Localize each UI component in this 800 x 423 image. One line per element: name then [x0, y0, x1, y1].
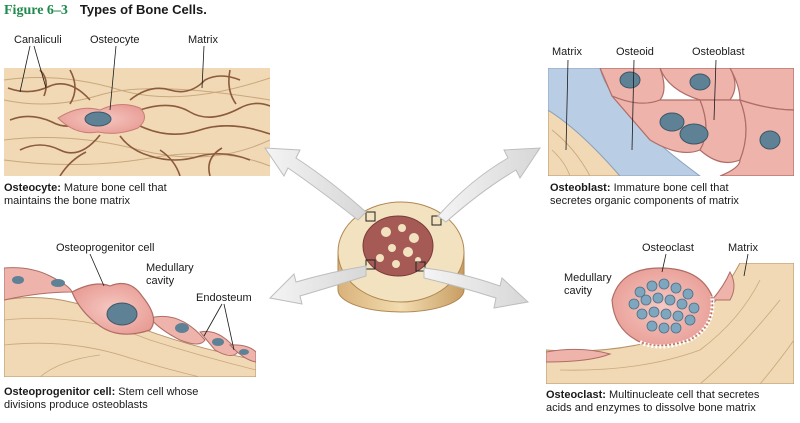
osteoblast-nucleus [619, 71, 641, 89]
label-matrix: Matrix [188, 34, 218, 46]
label-matrix: Matrix [552, 46, 582, 58]
osteocyte-nucleus [84, 111, 112, 127]
caption-text: Multinucleate cell that secretes [605, 389, 760, 401]
label-line: cavity [146, 275, 175, 287]
caption-text: maintains the bone matrix [4, 195, 130, 207]
caption-osteoprogenitor: Osteoprogenitor cell: Stem cell whose di… [4, 386, 198, 412]
sample-box [431, 215, 442, 226]
figure-title: Figure 6–3 Types of Bone Cells. [4, 2, 207, 19]
label-osteoid: Osteoid [616, 46, 654, 58]
label-osteocyte: Osteocyte [90, 34, 140, 46]
caption-term: Osteoblast: [550, 182, 611, 194]
arrow-to-osteocyte [264, 147, 367, 221]
osteocyte-panel [4, 68, 270, 176]
osteoblast-nucleus [759, 130, 781, 150]
caption-osteocyte: Osteocyte: Mature bone cell that maintai… [4, 182, 167, 208]
caption-text: secretes organic components of matrix [550, 195, 739, 207]
osteoclast-panel [546, 263, 794, 384]
sample-box [415, 261, 426, 272]
osteoclast-nuclei [628, 278, 700, 334]
arrow-to-osteoblast [437, 147, 541, 223]
osteoblast-nucleus [659, 112, 685, 132]
label-endosteum: Endosteum [196, 292, 252, 304]
caption-term: Osteoclast: [546, 389, 606, 401]
leader-lines [19, 45, 749, 351]
sample-box [365, 211, 376, 222]
sample-box [365, 259, 376, 270]
trabeculae [376, 224, 421, 268]
arrow-to-osteoclast [423, 267, 530, 309]
label-osteoprogenitor-cell: Osteoprogenitor cell [56, 242, 155, 254]
caption-text: Immature bone cell that [610, 182, 729, 194]
lining-cells [546, 270, 735, 363]
figure-number: Figure 6–3 [4, 3, 68, 18]
osteoblast-nucleus [679, 123, 709, 145]
caption-text: acids and enzymes to dissolve bone matri… [546, 402, 756, 414]
label-line: Medullary [146, 262, 194, 274]
label-matrix: Matrix [728, 242, 758, 254]
label-line: cavity [564, 285, 593, 297]
arrows [264, 147, 541, 309]
arrow-to-osteoprogenitor [268, 265, 367, 305]
label-canaliculi: Canaliculi [14, 34, 62, 46]
osteoclast-cell [611, 267, 714, 347]
label-medullary-cavity: Medullary cavity [146, 262, 194, 288]
lamellae-lines [4, 77, 270, 167]
lining-cells [4, 267, 256, 363]
caption-text: divisions produce osteoblasts [4, 399, 148, 411]
caption-text: Stem cell whose [115, 386, 199, 398]
osteoblast-nucleus [689, 73, 711, 91]
caption-osteoblast: Osteoblast: Immature bone cell that secr… [550, 182, 739, 208]
caption-text: Mature bone cell that [60, 182, 167, 194]
osteoprogenitor-nucleus [106, 302, 138, 326]
figure-name: Types of Bone Cells. [79, 2, 207, 17]
osteoprogenitor-panel [4, 265, 256, 377]
label-osteoclast: Osteoclast [642, 242, 694, 254]
caption-term: Osteocyte: [4, 182, 61, 194]
caption-term: Osteoprogenitor cell: [4, 386, 116, 398]
label-osteoblast: Osteoblast [692, 46, 745, 58]
caption-osteoclast: Osteoclast: Multinucleate cell that secr… [546, 389, 759, 415]
ruffled-border [639, 295, 715, 349]
osteoblast-panel [548, 68, 794, 176]
label-medullary-cavity: Medullary cavity [564, 272, 612, 298]
label-line: Medullary [564, 272, 612, 284]
